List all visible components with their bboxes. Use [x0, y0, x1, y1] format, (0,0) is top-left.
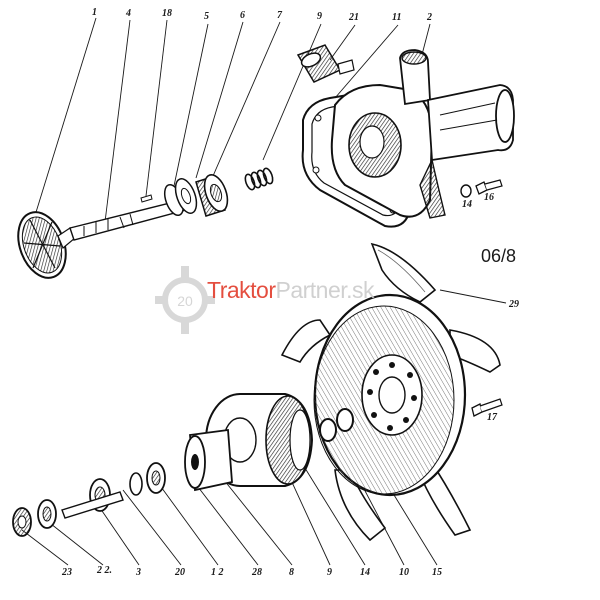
- pump-shaft-impeller: [17, 197, 194, 279]
- fan-hub-disc: [313, 293, 467, 497]
- watermark-brand-part1: Traktor: [207, 277, 276, 303]
- callout-22: 2 2.: [97, 565, 112, 576]
- thermostat-fitting: [296, 44, 355, 83]
- callout-5: 5: [204, 11, 209, 22]
- callout-29: 29: [509, 299, 519, 310]
- svg-text:20: 20: [177, 293, 193, 309]
- callout-21: 21: [349, 12, 359, 23]
- v-belt-pulley: [205, 393, 314, 487]
- spring-part: [244, 167, 274, 191]
- callout-18: 18: [162, 8, 172, 19]
- callout-7: 7: [277, 10, 282, 21]
- watermark: 20 TraktorPartner.sk: [155, 255, 455, 345]
- watermark-text: TraktorPartner.sk: [207, 277, 375, 304]
- callout-6: 6: [240, 10, 245, 21]
- callout-3: 3: [136, 567, 141, 578]
- callout-16: 16: [484, 192, 494, 203]
- callout-1: 1: [92, 7, 97, 18]
- callout-4: 4: [126, 8, 131, 19]
- seal-assembly: [163, 174, 229, 217]
- callout-9-bottom: 9: [327, 567, 332, 578]
- spacer-rings: [319, 408, 354, 442]
- callout-8: 8: [289, 567, 294, 578]
- pulley-hub: [184, 428, 233, 492]
- callout-10: 10: [399, 567, 409, 578]
- callout-15: 15: [432, 567, 442, 578]
- gear-icon: 20: [155, 266, 215, 334]
- callout-23: 23: [62, 567, 72, 578]
- callout-11: 11: [392, 12, 402, 23]
- callout-28: 28: [252, 567, 262, 578]
- callout-2: 2: [427, 12, 432, 23]
- bolt-17: [471, 398, 503, 417]
- callout-9-top: 9: [317, 11, 322, 22]
- watermark-brand-part2: Partner.sk: [275, 277, 375, 303]
- callout-20: 20: [175, 567, 185, 578]
- callout-17: 17: [487, 412, 497, 423]
- bolt-and-washer-top: [460, 179, 503, 198]
- callout-12: 1 2: [211, 567, 224, 578]
- callout-14-top: 14: [462, 199, 472, 210]
- key-part: [140, 194, 153, 203]
- pump-housing: [330, 49, 515, 219]
- shaft-bearings-row: [12, 462, 166, 537]
- callout-14-bottom: 14: [360, 567, 370, 578]
- drawing-code: 06/8: [481, 246, 517, 266]
